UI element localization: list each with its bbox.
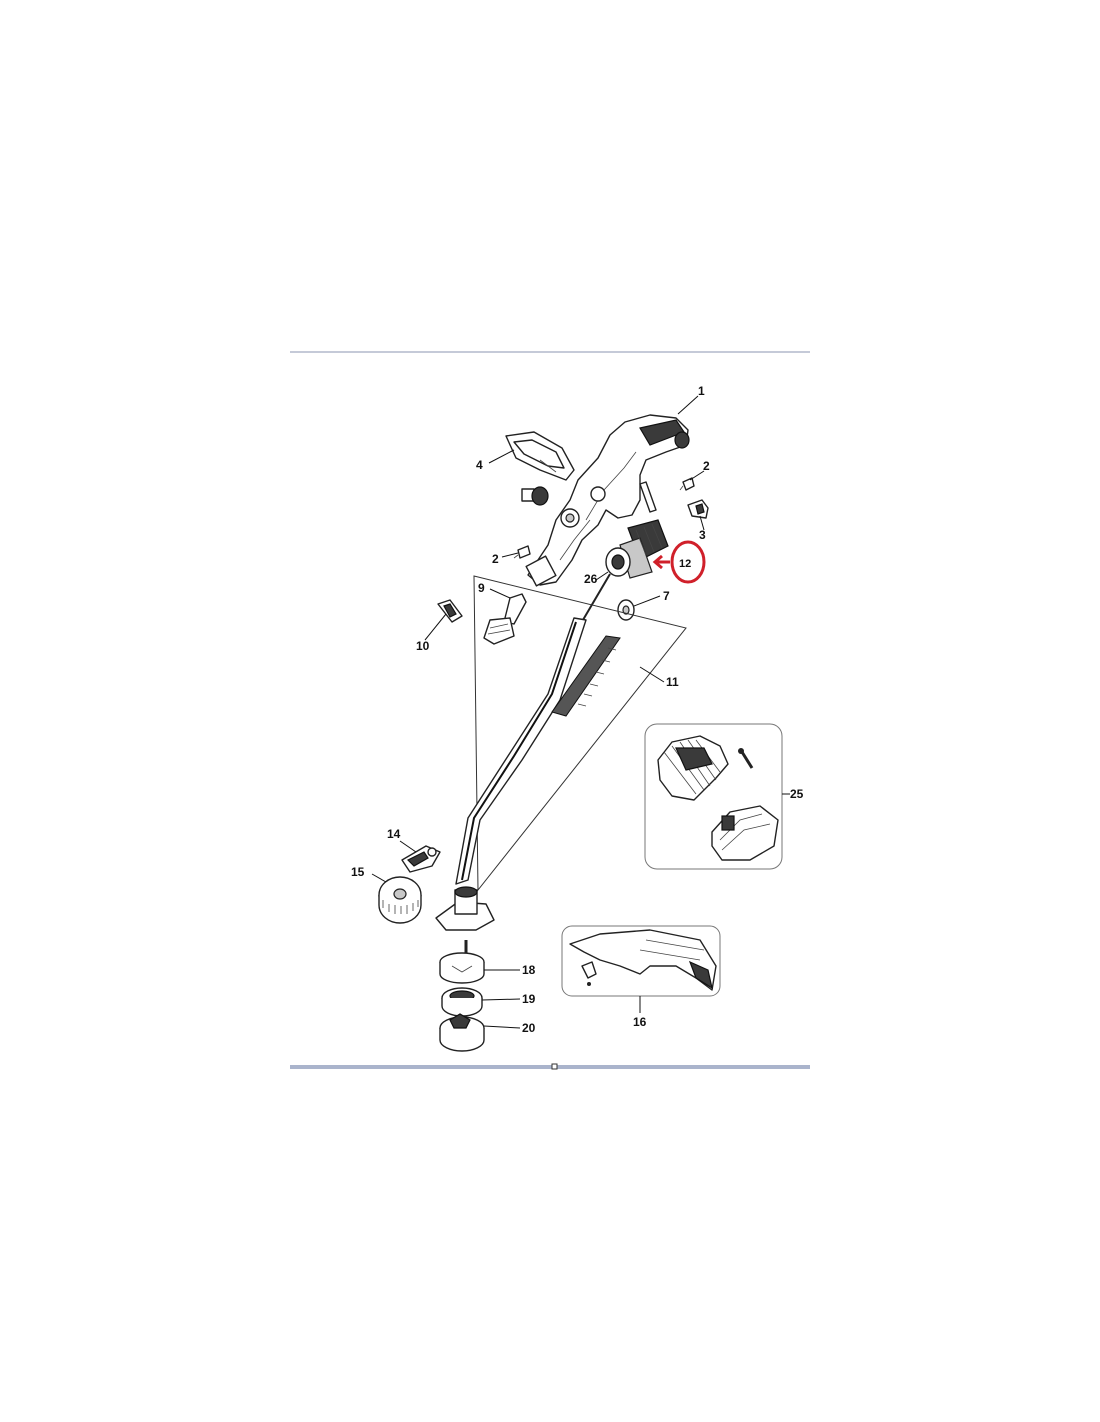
highlight-callout-12 — [652, 540, 706, 584]
label-part-2-lower: 2 — [492, 552, 499, 566]
part-rear-handle — [505, 431, 575, 481]
label-part-20: 20 — [522, 1021, 536, 1035]
part-edge-guide — [401, 845, 441, 873]
part-shaft — [579, 573, 611, 626]
part-gear — [378, 876, 422, 924]
label-part-16: 16 — [633, 1015, 647, 1029]
leader-11 — [639, 666, 665, 683]
part-spring-cap — [439, 952, 485, 984]
bottom-rule — [290, 1065, 810, 1069]
part-handle-housing — [525, 414, 690, 587]
inset-part-25 — [644, 723, 783, 870]
label-part-18: 18 — [522, 963, 536, 977]
leader-10 — [424, 613, 447, 641]
part-screw-lower — [513, 545, 531, 559]
leader-9 — [489, 588, 511, 599]
inset-part-16 — [561, 925, 721, 997]
label-part-9: 9 — [478, 581, 485, 595]
leader-3 — [699, 515, 705, 531]
part-drive-cable — [551, 635, 621, 717]
part-spool-cover — [439, 1013, 485, 1052]
label-part-12: 12 — [679, 558, 691, 570]
leader-2a — [689, 470, 705, 481]
leader-1 — [677, 395, 699, 415]
part-spool — [441, 987, 483, 1017]
part-motor — [605, 519, 669, 579]
leader-4 — [488, 449, 515, 464]
label-part-2-upper: 2 — [703, 459, 710, 473]
leader-15 — [371, 873, 387, 883]
part-screw-upper — [679, 477, 695, 491]
part-tube — [455, 617, 587, 885]
label-part-4: 4 — [476, 458, 483, 472]
label-part-15: 15 — [351, 865, 365, 879]
part-bearing — [617, 599, 635, 621]
label-part-1: 1 — [698, 384, 705, 398]
label-part-26: 26 — [584, 572, 598, 586]
leader-7 — [633, 595, 661, 607]
leader-26 — [595, 571, 609, 581]
part-spool-housing — [435, 886, 495, 931]
leader-2b — [501, 552, 519, 558]
leader-lines — [371, 395, 790, 1029]
label-part-3: 3 — [699, 528, 706, 542]
highlight-arrow — [652, 554, 670, 570]
highlight-circle — [670, 540, 706, 584]
bottom-rule-handle — [551, 1063, 558, 1070]
leader-14 — [399, 840, 417, 853]
label-part-14: 14 — [387, 827, 401, 841]
part-switch — [687, 499, 709, 519]
label-part-7: 7 — [663, 589, 670, 603]
part-shaft-tube-group — [473, 575, 687, 892]
part-pin — [639, 481, 657, 513]
leader-19 — [481, 998, 521, 1001]
label-part-25: 25 — [790, 787, 804, 801]
part-knob — [521, 486, 549, 506]
leader-20 — [483, 1025, 521, 1029]
part-clip — [437, 599, 463, 623]
part-shaft-lock — [483, 593, 527, 645]
label-part-11: 11 — [666, 675, 679, 689]
label-part-10: 10 — [416, 639, 430, 653]
label-part-19: 19 — [522, 992, 536, 1006]
